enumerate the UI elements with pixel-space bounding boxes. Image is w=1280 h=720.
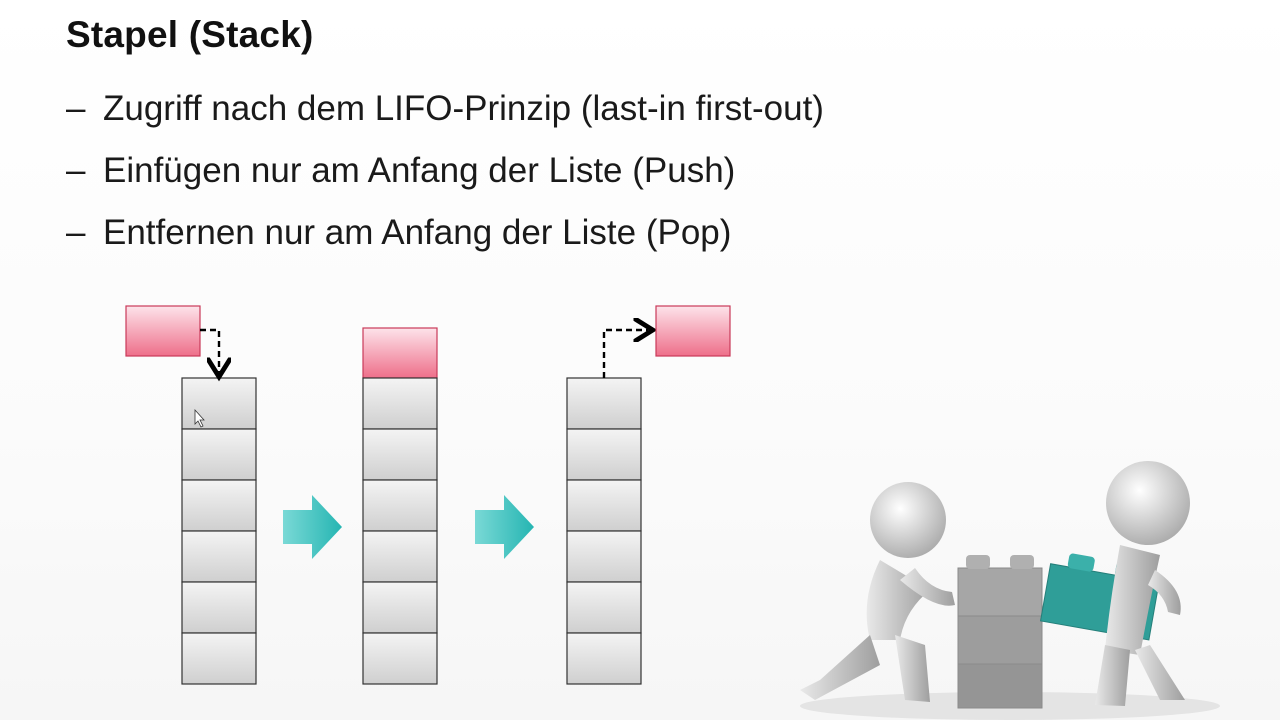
slide-title: Stapel (Stack) xyxy=(66,14,314,55)
bullet-dash: – xyxy=(66,151,86,190)
bullet-list: – Zugriff nach dem LIFO-Prinzip (last-in… xyxy=(66,78,824,264)
pop-element xyxy=(655,305,731,357)
two-figures-building-blocks-icon xyxy=(800,461,1220,720)
bullet-dash: – xyxy=(66,213,86,252)
bullet-item: – Zugriff nach dem LIFO-Prinzip (last-in… xyxy=(66,78,824,140)
transition-arrow xyxy=(475,495,534,559)
pop-arrow xyxy=(602,330,648,378)
bullet-text: Zugriff nach dem LIFO-Prinzip (last-in f… xyxy=(103,89,824,128)
transition-arrow xyxy=(283,495,342,559)
bullet-item: – Einfügen nur am Anfang der Liste (Push… xyxy=(66,140,824,202)
bullet-item: – Entfernen nur am Anfang der Liste (Pop… xyxy=(66,202,824,264)
stack-after-push xyxy=(362,327,438,685)
bullet-dash: – xyxy=(66,89,86,128)
stack-after-pop xyxy=(566,377,642,685)
push-arrow xyxy=(200,328,219,372)
bullet-text: Entfernen nur am Anfang der Liste (Pop) xyxy=(103,213,732,252)
stack-before-push xyxy=(181,377,257,685)
bullet-text: Einfügen nur am Anfang der Liste (Push) xyxy=(103,151,736,190)
cursor-icon xyxy=(194,408,205,428)
push-element xyxy=(125,305,201,357)
